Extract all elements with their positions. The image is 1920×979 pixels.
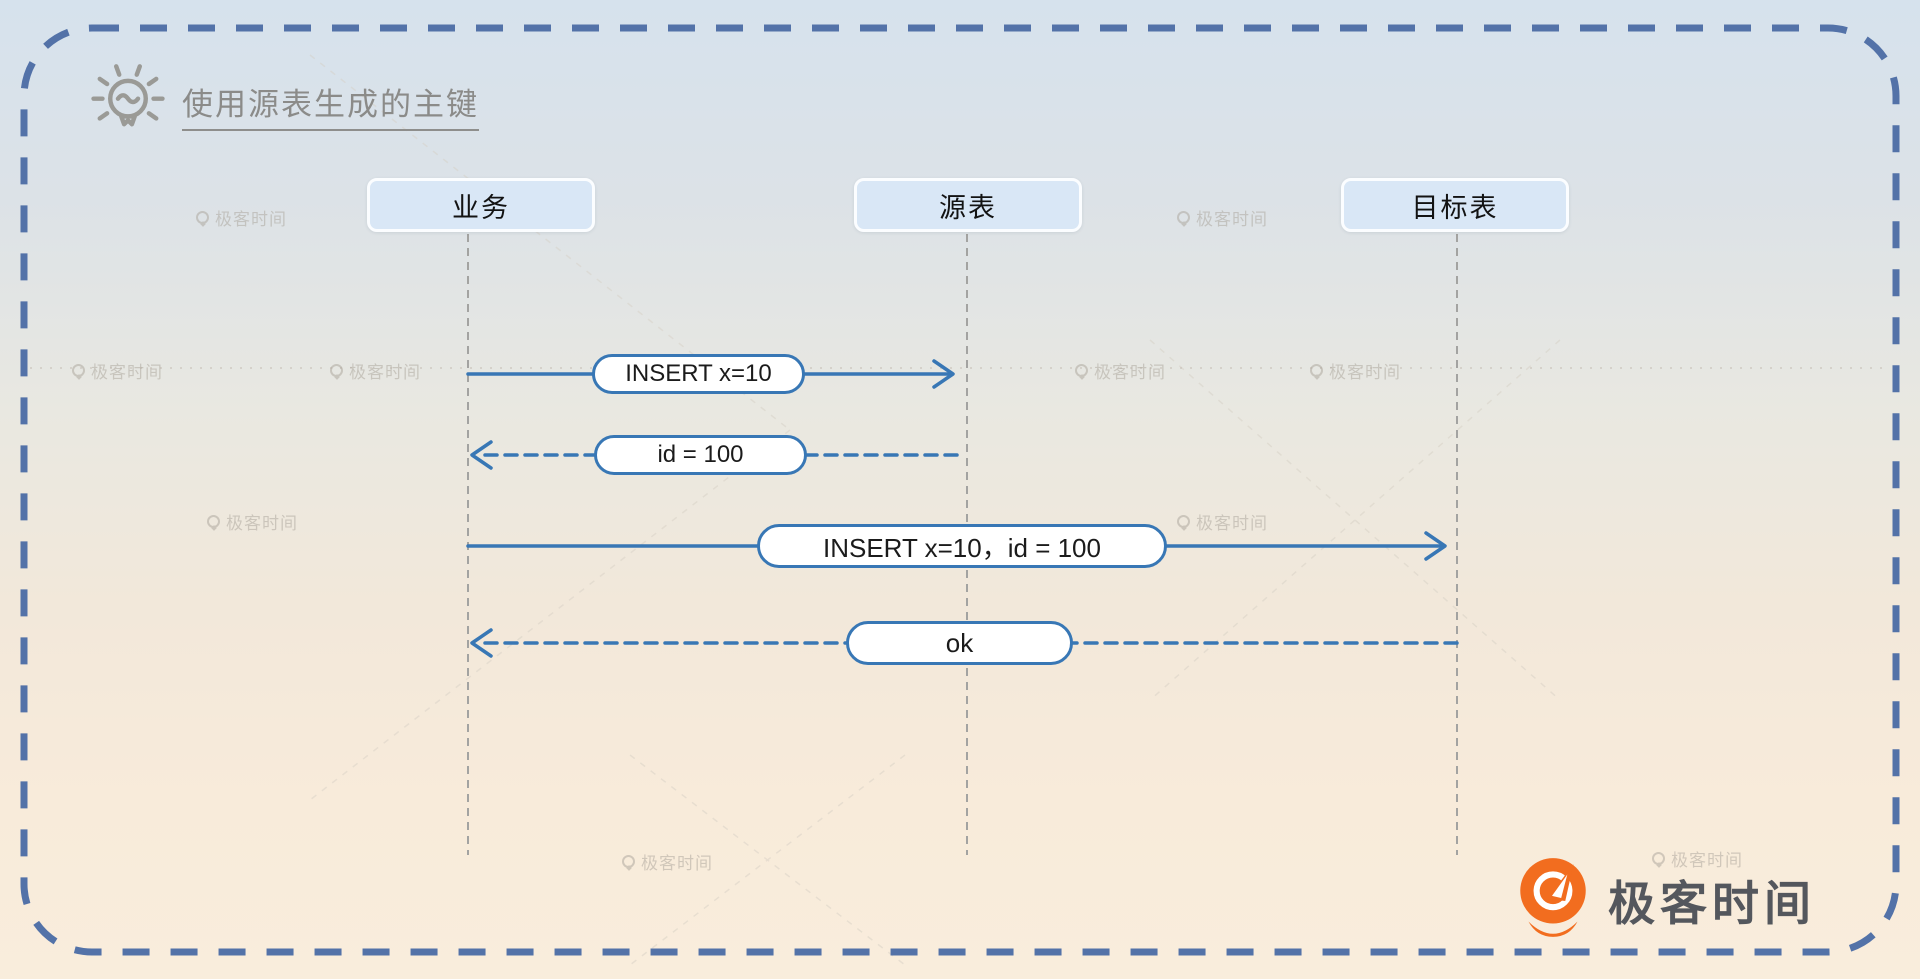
geektime-logo-text: 极客时间: [1608, 876, 1816, 930]
geektime-pin-icon: [1520, 858, 1586, 937]
geektime-pin-icon: [1652, 852, 1665, 865]
watermark: 极客时间: [1177, 205, 1268, 230]
message-label-insert-x10-id-100: INSERT x=10，id = 100: [757, 524, 1167, 568]
geektime-pin-icon: [622, 855, 635, 868]
watermark: 极客时间: [1177, 509, 1268, 534]
watermark-label: 极客时间: [641, 854, 713, 873]
watermark-label: 极客时间: [1094, 363, 1166, 382]
arrow-msg4-head: [470, 628, 493, 658]
watermark-label: 极客时间: [349, 363, 421, 382]
watermark-label: 极客时间: [91, 363, 163, 382]
watermark: 极客时间: [196, 205, 287, 230]
watermark: 极客时间: [207, 509, 298, 534]
geektime-pin-icon: [1177, 515, 1190, 528]
watermark-label: 极客时间: [1671, 851, 1743, 870]
arrow-msg2-head: [470, 440, 493, 470]
geektime-pin-icon: [1075, 364, 1088, 377]
watermark: 极客时间: [622, 849, 713, 874]
geektime-pin-icon: [330, 364, 343, 377]
diagram-title: 使用源表生成的主键: [88, 62, 479, 142]
watermark: 极客时间: [1652, 846, 1743, 871]
watermark: 极客时间: [330, 358, 421, 383]
message-label-id-100: id = 100: [594, 435, 807, 475]
actor-business: 业务: [367, 178, 595, 232]
watermark-label: 极客时间: [1196, 514, 1268, 533]
geektime-pin-icon: [207, 515, 220, 528]
dashed-frame-border: [20, 24, 1900, 956]
actor-target-table: 目标表: [1341, 178, 1569, 232]
arrow-msg3-head: [1424, 531, 1447, 561]
geektime-pin-icon: [1310, 364, 1323, 377]
watermark-label: 极客时间: [1329, 363, 1401, 382]
geektime-logo: 极客时间: [1508, 856, 1816, 942]
watermark-label: 极客时间: [1196, 210, 1268, 229]
message-label-insert-x10: INSERT x=10: [592, 354, 805, 394]
diagram-title-text: 使用源表生成的主键: [182, 79, 479, 131]
watermark: 极客时间: [1310, 358, 1401, 383]
geektime-pin-icon: [1177, 211, 1190, 224]
lightbulb-icon: [91, 64, 165, 127]
message-label-ok: ok: [846, 621, 1073, 665]
watermark-label: 极客时间: [215, 210, 287, 229]
watermark: 极客时间: [1075, 358, 1166, 383]
actor-source-table: 源表: [854, 178, 1082, 232]
arrow-msg1-head: [932, 359, 955, 389]
geektime-pin-icon: [196, 211, 209, 224]
geektime-pin-icon: [72, 364, 85, 377]
watermark-label: 极客时间: [226, 514, 298, 533]
watermark: 极客时间: [72, 358, 163, 383]
